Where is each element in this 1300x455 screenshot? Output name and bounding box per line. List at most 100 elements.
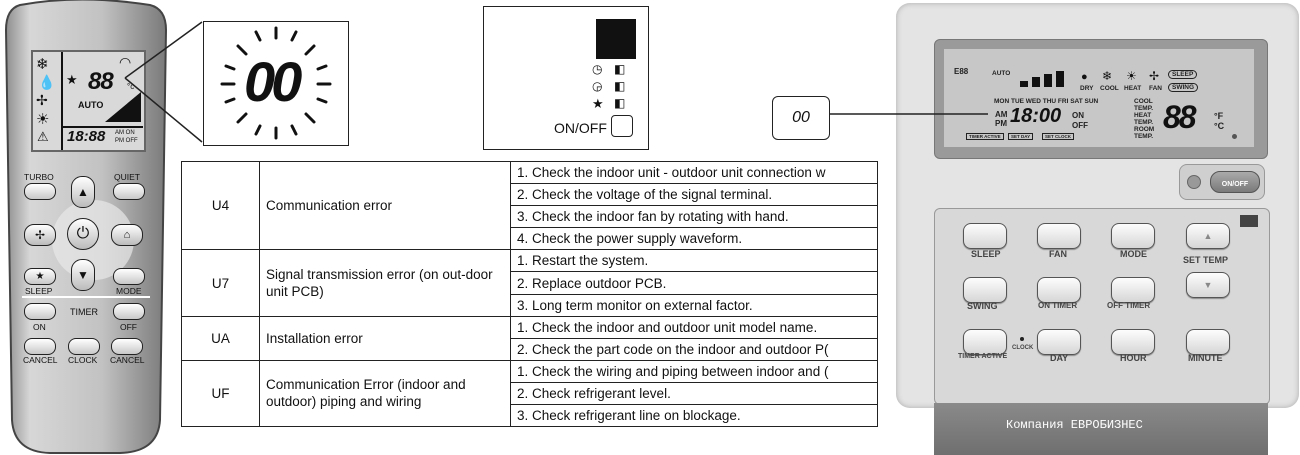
clock-button[interactable] [68, 338, 100, 355]
mode-button[interactable] [113, 268, 145, 285]
on-off-button[interactable] [611, 115, 633, 137]
off-timer-button[interactable] [1111, 277, 1155, 303]
fan-icon: ✢ [36, 92, 48, 108]
fan-icon: ✢ [34, 228, 46, 242]
temp-down-button[interactable]: ▼ [1186, 272, 1230, 298]
sleep-button[interactable]: ★ [24, 268, 56, 285]
lcd-mode-fan: FAN [1149, 85, 1162, 92]
lcd-temp-label: TEMP. [1134, 105, 1154, 112]
sleep-label: SLEEP [25, 286, 53, 296]
timer-active-label: TIMER ACTIVE [958, 353, 1008, 360]
triangle-down-icon: ▼ [77, 268, 89, 282]
day-button[interactable] [1037, 329, 1081, 355]
swing-button[interactable]: ⌂ [111, 224, 143, 246]
clock-dot [1020, 337, 1024, 341]
lcd-temp-label: ROOM [1134, 126, 1155, 133]
swing-label: SWING [967, 301, 998, 311]
timer-on-button[interactable] [24, 303, 56, 320]
cancel-right-button[interactable] [111, 338, 143, 355]
action-cell: 3. Long term monitor on external factor. [510, 293, 878, 317]
timer-active-button[interactable] [963, 329, 1007, 355]
off-timer-label: OFF TIMER [1107, 301, 1151, 310]
remote-control: ❄ 💧 ✢ ☀ ⚠ ◠ ★ 88 °c AUTO 18:88 AM ON PM … [0, 0, 172, 455]
table-row: 2. Check the voltage of the signal termi… [182, 183, 878, 207]
swing-button[interactable] [963, 277, 1007, 303]
snowflake-icon: ❄ [1102, 69, 1113, 83]
action-cell: 3. Check the indoor fan by rotating with… [510, 205, 878, 229]
lcd-auto: AUTO [78, 100, 104, 110]
temp-down-button[interactable]: ▼ [71, 259, 95, 291]
lcd-days: MON TUE WED THU FRI SAT SUN [994, 98, 1099, 105]
fan-label: FAN [1049, 249, 1067, 259]
on-timer-button[interactable] [1037, 277, 1081, 303]
lcd-unit: °c [127, 82, 135, 91]
fan-button[interactable] [1037, 223, 1081, 249]
sun-icon: ☀ [1126, 69, 1137, 83]
lcd-on: ON [1072, 111, 1084, 120]
temp-up-button[interactable]: ▲ [71, 176, 95, 208]
lcd-pm: PM [995, 119, 1007, 128]
onoff-button[interactable]: ON/OFF [1210, 171, 1260, 193]
lcd-temp-label: TEMP. [1134, 133, 1154, 140]
mode-label: MODE [116, 286, 142, 296]
callout-box: 00 [772, 96, 830, 140]
action-cell: 2. Replace outdoor PCB. [510, 271, 878, 295]
on-timer-label: ON TIMER [1038, 301, 1078, 310]
zoom-digits: 00 [244, 50, 302, 113]
error-description-cell: Signal transmission error (on out-door u… [259, 249, 511, 317]
indicator-panel: ◷ ◧ ◶ ◧ ★ ◧ ON/OFF [483, 6, 649, 150]
lcd-sleep: SLEEP [1168, 70, 1198, 79]
action-cell: 4. Check the power supply waveform. [510, 227, 878, 251]
lcd-fan-bars [1020, 71, 1064, 87]
lcd-tab-timer-active: TIMER ACTIVE [966, 133, 1004, 140]
status-led [1232, 134, 1237, 139]
triangle-up-icon: ▲ [77, 185, 89, 199]
temp-up-button[interactable]: ▲ [1186, 223, 1230, 249]
triangle-up-icon: ▲ [1203, 231, 1213, 241]
wifi-icon: ◠ [119, 54, 132, 70]
action-cell: 1. Check the indoor unit - outdoor unit … [510, 160, 878, 185]
error-description-cell: Communication error [259, 160, 511, 251]
display-window [596, 19, 636, 59]
callout-line [830, 113, 988, 115]
lcd-off: OFF [1072, 121, 1088, 130]
star-icon: ★ [66, 72, 78, 87]
controller-flap [934, 403, 1268, 455]
set-temp-label: SET TEMP [1183, 255, 1229, 265]
onoff-label: ON/OFF [1221, 181, 1249, 188]
timer-off-icon: ◶ [592, 79, 603, 93]
cancel-left-button[interactable] [24, 338, 56, 355]
lcd-temp: 88 [1163, 99, 1197, 135]
quiet-button[interactable] [113, 183, 145, 200]
wall-controller: E88 AUTO ● DRY ❄ COOL ☀ HEAT ✢ FAN SLEEP… [896, 3, 1299, 455]
error-description-cell: Installation error [259, 315, 511, 361]
display-window [1240, 215, 1258, 227]
fan-icon: ✢ [1149, 69, 1160, 83]
drop-icon: ● [1081, 71, 1088, 83]
clock-label: CLOCK [1012, 345, 1034, 351]
mode-button[interactable] [1111, 223, 1155, 249]
power-button[interactable]: ⏻ [67, 218, 99, 250]
table-row: 3. Check refrigerant line on blockage. [182, 404, 878, 428]
sun-icon: ☀ [36, 111, 50, 128]
lcd-unit-f: °F [1214, 111, 1224, 121]
lcd-clock: 18:88 [67, 128, 106, 145]
error-code-cell: U7 [181, 249, 260, 317]
error-code-cell: UF [181, 359, 260, 428]
timer-off-button[interactable] [113, 303, 145, 320]
lcd-clock: 18:00 [1010, 105, 1062, 127]
hour-label: HOUR [1120, 353, 1147, 363]
mode-label: MODE [1120, 249, 1147, 259]
star-icon: ★ [592, 96, 604, 111]
blink-rays-icon [220, 26, 332, 140]
lcd-mode-dry: DRY [1080, 85, 1094, 92]
minute-button[interactable] [1186, 329, 1230, 355]
hour-button[interactable] [1111, 329, 1155, 355]
turbo-button[interactable] [24, 183, 56, 200]
fan-button[interactable]: ✢ [24, 224, 56, 246]
lcd-mode-heat: HEAT [1124, 85, 1142, 92]
sleep-button[interactable] [963, 223, 1007, 249]
